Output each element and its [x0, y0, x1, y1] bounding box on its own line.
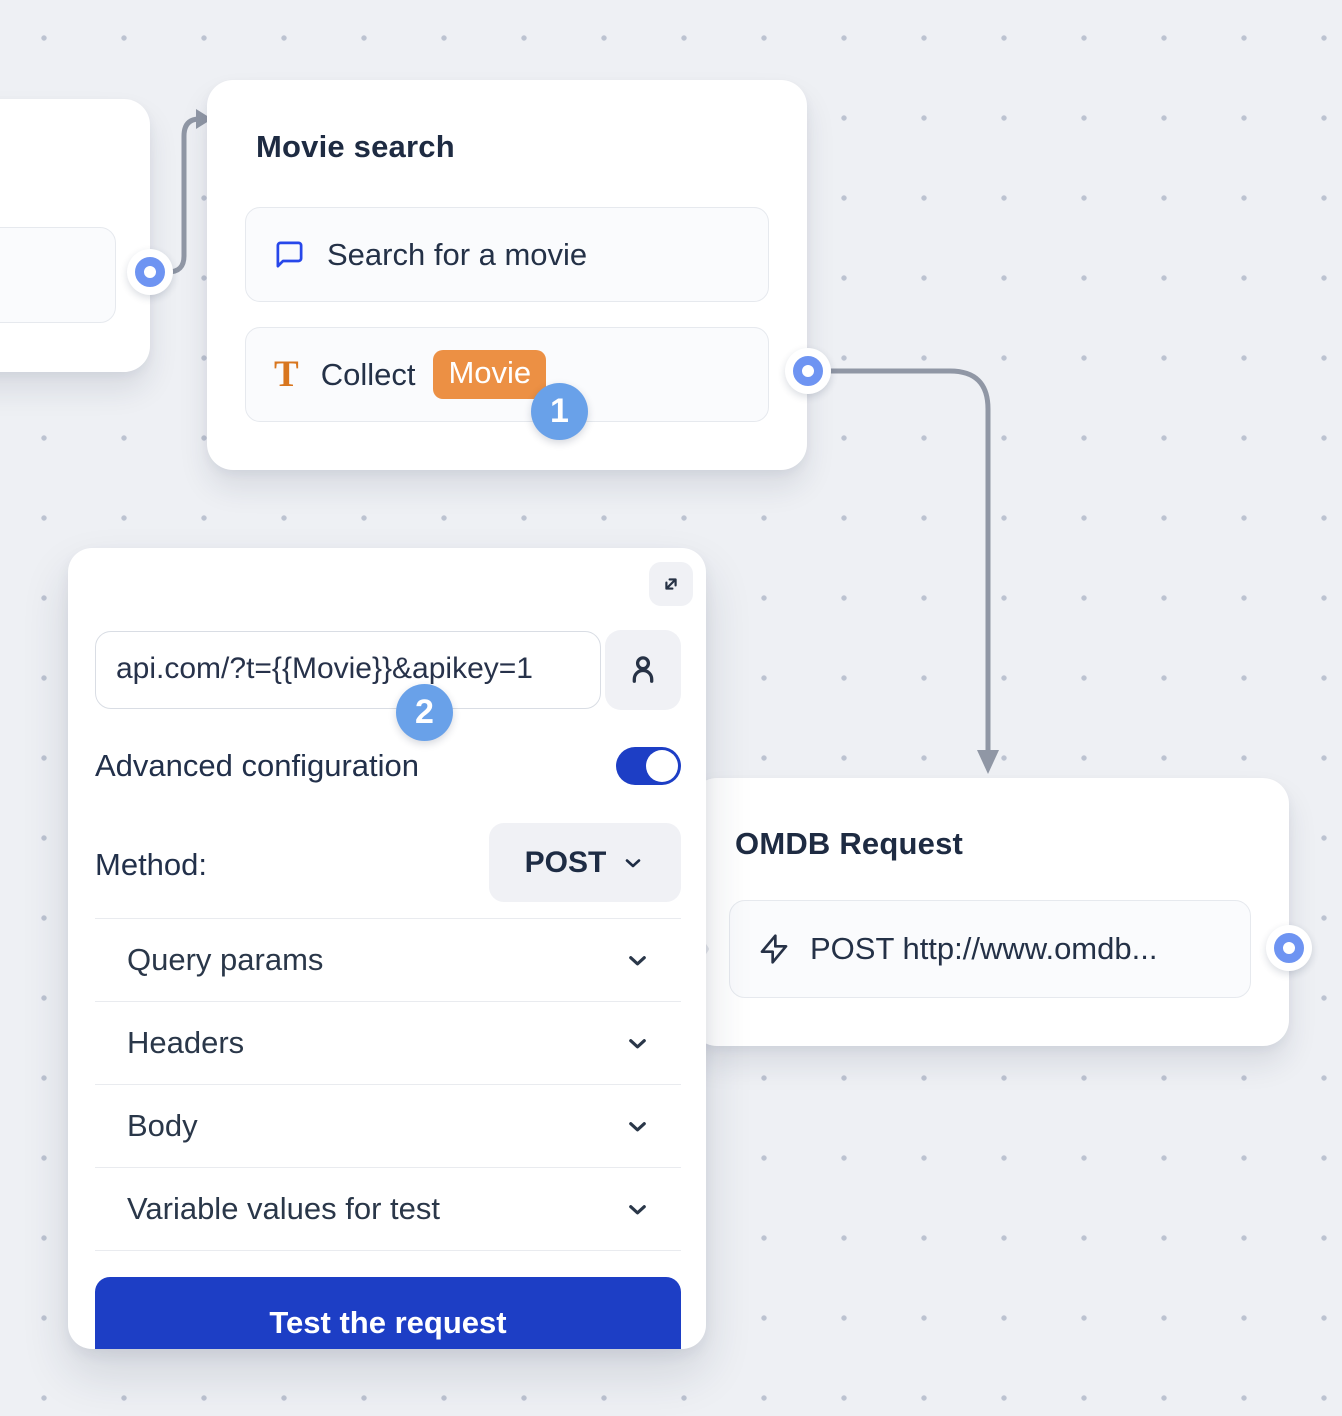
- message-block-label: Search for a movie: [327, 236, 588, 272]
- step-badge-1: 1: [531, 383, 588, 440]
- lightning-icon: [760, 934, 788, 964]
- advanced-configuration-toggle[interactable]: [616, 747, 681, 785]
- partial-node-item[interactable]: [0, 227, 116, 323]
- toggle-knob: [646, 750, 678, 782]
- node-title: OMDB Request: [735, 826, 964, 861]
- insert-variable-button[interactable]: [605, 630, 681, 710]
- expand-icon: [665, 578, 677, 590]
- section-label: Variable values for test: [127, 1191, 441, 1226]
- section-label: Body: [127, 1108, 198, 1143]
- partial-node-card[interactable]: [0, 99, 150, 372]
- webhook-block-label: POST http://www.omdb...: [810, 931, 1158, 966]
- chevron-down-icon: [629, 1204, 646, 1214]
- movie-search-node[interactable]: Movie search Search for a movie T Collec…: [207, 80, 807, 470]
- port-ring-icon: [135, 257, 165, 287]
- section-label: Headers: [127, 1025, 245, 1060]
- chevron-down-icon: [629, 1121, 646, 1131]
- config-accordion: Query params Headers Body Variable value…: [95, 918, 681, 1251]
- advanced-configuration-label: Advanced configuration: [95, 748, 420, 783]
- method-label: Method:: [95, 847, 208, 882]
- port-ring-icon: [1274, 933, 1304, 963]
- section-query-params[interactable]: Query params: [95, 918, 681, 1001]
- omdb-request-node[interactable]: OMDB Request POST http://www.omdb...: [691, 778, 1289, 1046]
- output-port-omdb-request[interactable]: [1266, 925, 1312, 971]
- chat-bubble-icon: [276, 241, 303, 268]
- expand-button[interactable]: [649, 562, 693, 606]
- variable-chip-movie[interactable]: Movie: [433, 350, 547, 399]
- collect-block-movie[interactable]: T Collect Movie: [245, 327, 769, 422]
- chevron-down-icon: [626, 858, 641, 867]
- test-request-button[interactable]: Test the request: [95, 1277, 681, 1349]
- method-value: POST: [524, 845, 607, 879]
- chevron-down-icon: [629, 955, 646, 965]
- step-badge-2: 2: [396, 684, 453, 741]
- message-block-search-for-a-movie[interactable]: Search for a movie: [245, 207, 769, 302]
- section-variable-values[interactable]: Variable values for test: [95, 1167, 681, 1250]
- person-icon: [632, 656, 654, 683]
- node-title: Movie search: [256, 129, 455, 164]
- url-input[interactable]: api.com/?t={{Movie}}&apikey=1: [95, 631, 601, 709]
- webhook-config-panel: api.com/?t={{Movie}}&apikey=1 2 Advanced…: [68, 548, 706, 1349]
- collect-block-label: Collect: [320, 356, 416, 392]
- section-headers[interactable]: Headers: [95, 1001, 681, 1084]
- connector-movie-search-to-omdb: [809, 368, 991, 755]
- url-input-value: api.com/?t={{Movie}}&apikey=1: [116, 652, 533, 685]
- connector-left-to-movie-search: [147, 116, 201, 275]
- chevron-down-icon: [629, 1038, 646, 1048]
- method-select[interactable]: POST: [489, 823, 681, 902]
- output-port-partial-node[interactable]: [127, 249, 173, 295]
- output-port-movie-search[interactable]: [785, 348, 831, 394]
- text-icon: T: [274, 354, 299, 395]
- section-label: Query params: [127, 942, 324, 977]
- arrowhead-down-icon: [977, 750, 999, 774]
- section-body[interactable]: Body: [95, 1084, 681, 1167]
- webhook-block-post[interactable]: POST http://www.omdb...: [729, 900, 1251, 998]
- port-ring-icon: [793, 356, 823, 386]
